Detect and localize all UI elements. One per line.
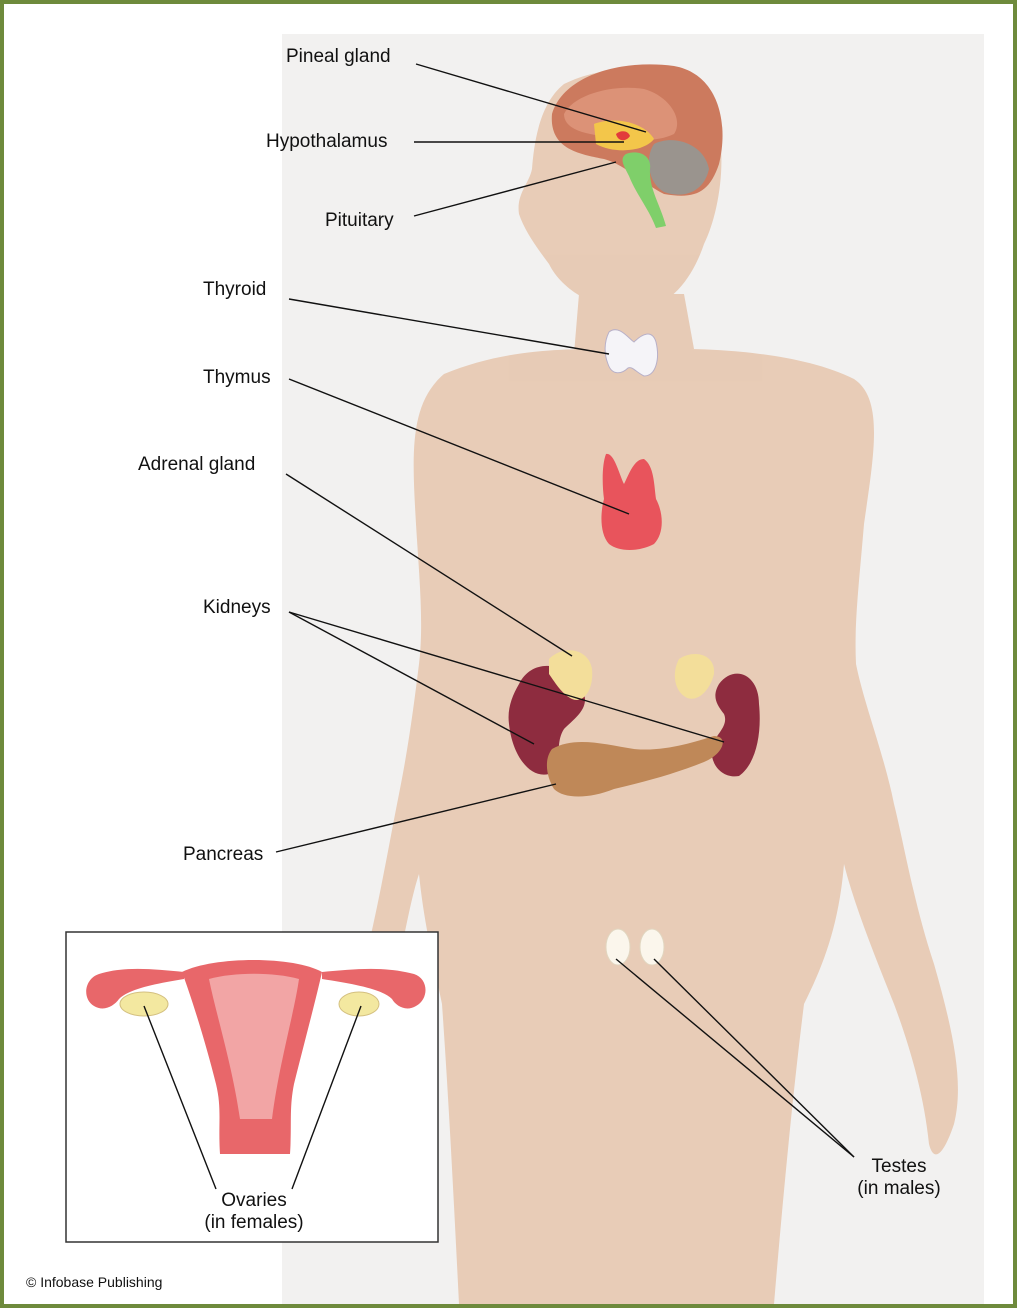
- label-ovaries-line2: (in females): [189, 1212, 319, 1234]
- testis-left: [606, 929, 630, 965]
- label-kidneys: Kidneys: [203, 597, 271, 619]
- label-adrenal-gland: Adrenal gland: [138, 454, 255, 476]
- label-testes-line1: Testes: [834, 1156, 964, 1178]
- label-testes-line2: (in males): [834, 1178, 964, 1200]
- label-ovaries-line1: Ovaries: [189, 1190, 319, 1212]
- endocrine-system-illustration: [4, 4, 1017, 1312]
- label-hypothalamus: Hypothalamus: [266, 131, 387, 153]
- testis-right: [640, 929, 664, 965]
- label-pineal-gland: Pineal gland: [286, 46, 391, 68]
- label-pancreas: Pancreas: [183, 844, 263, 866]
- label-thymus: Thymus: [203, 367, 271, 389]
- ovary-left: [120, 992, 168, 1016]
- label-pituitary: Pituitary: [325, 210, 394, 232]
- label-ovaries: Ovaries (in females): [189, 1190, 319, 1234]
- label-testes: Testes (in males): [834, 1156, 964, 1200]
- label-thyroid: Thyroid: [203, 279, 266, 301]
- copyright-notice: © Infobase Publishing: [26, 1274, 162, 1290]
